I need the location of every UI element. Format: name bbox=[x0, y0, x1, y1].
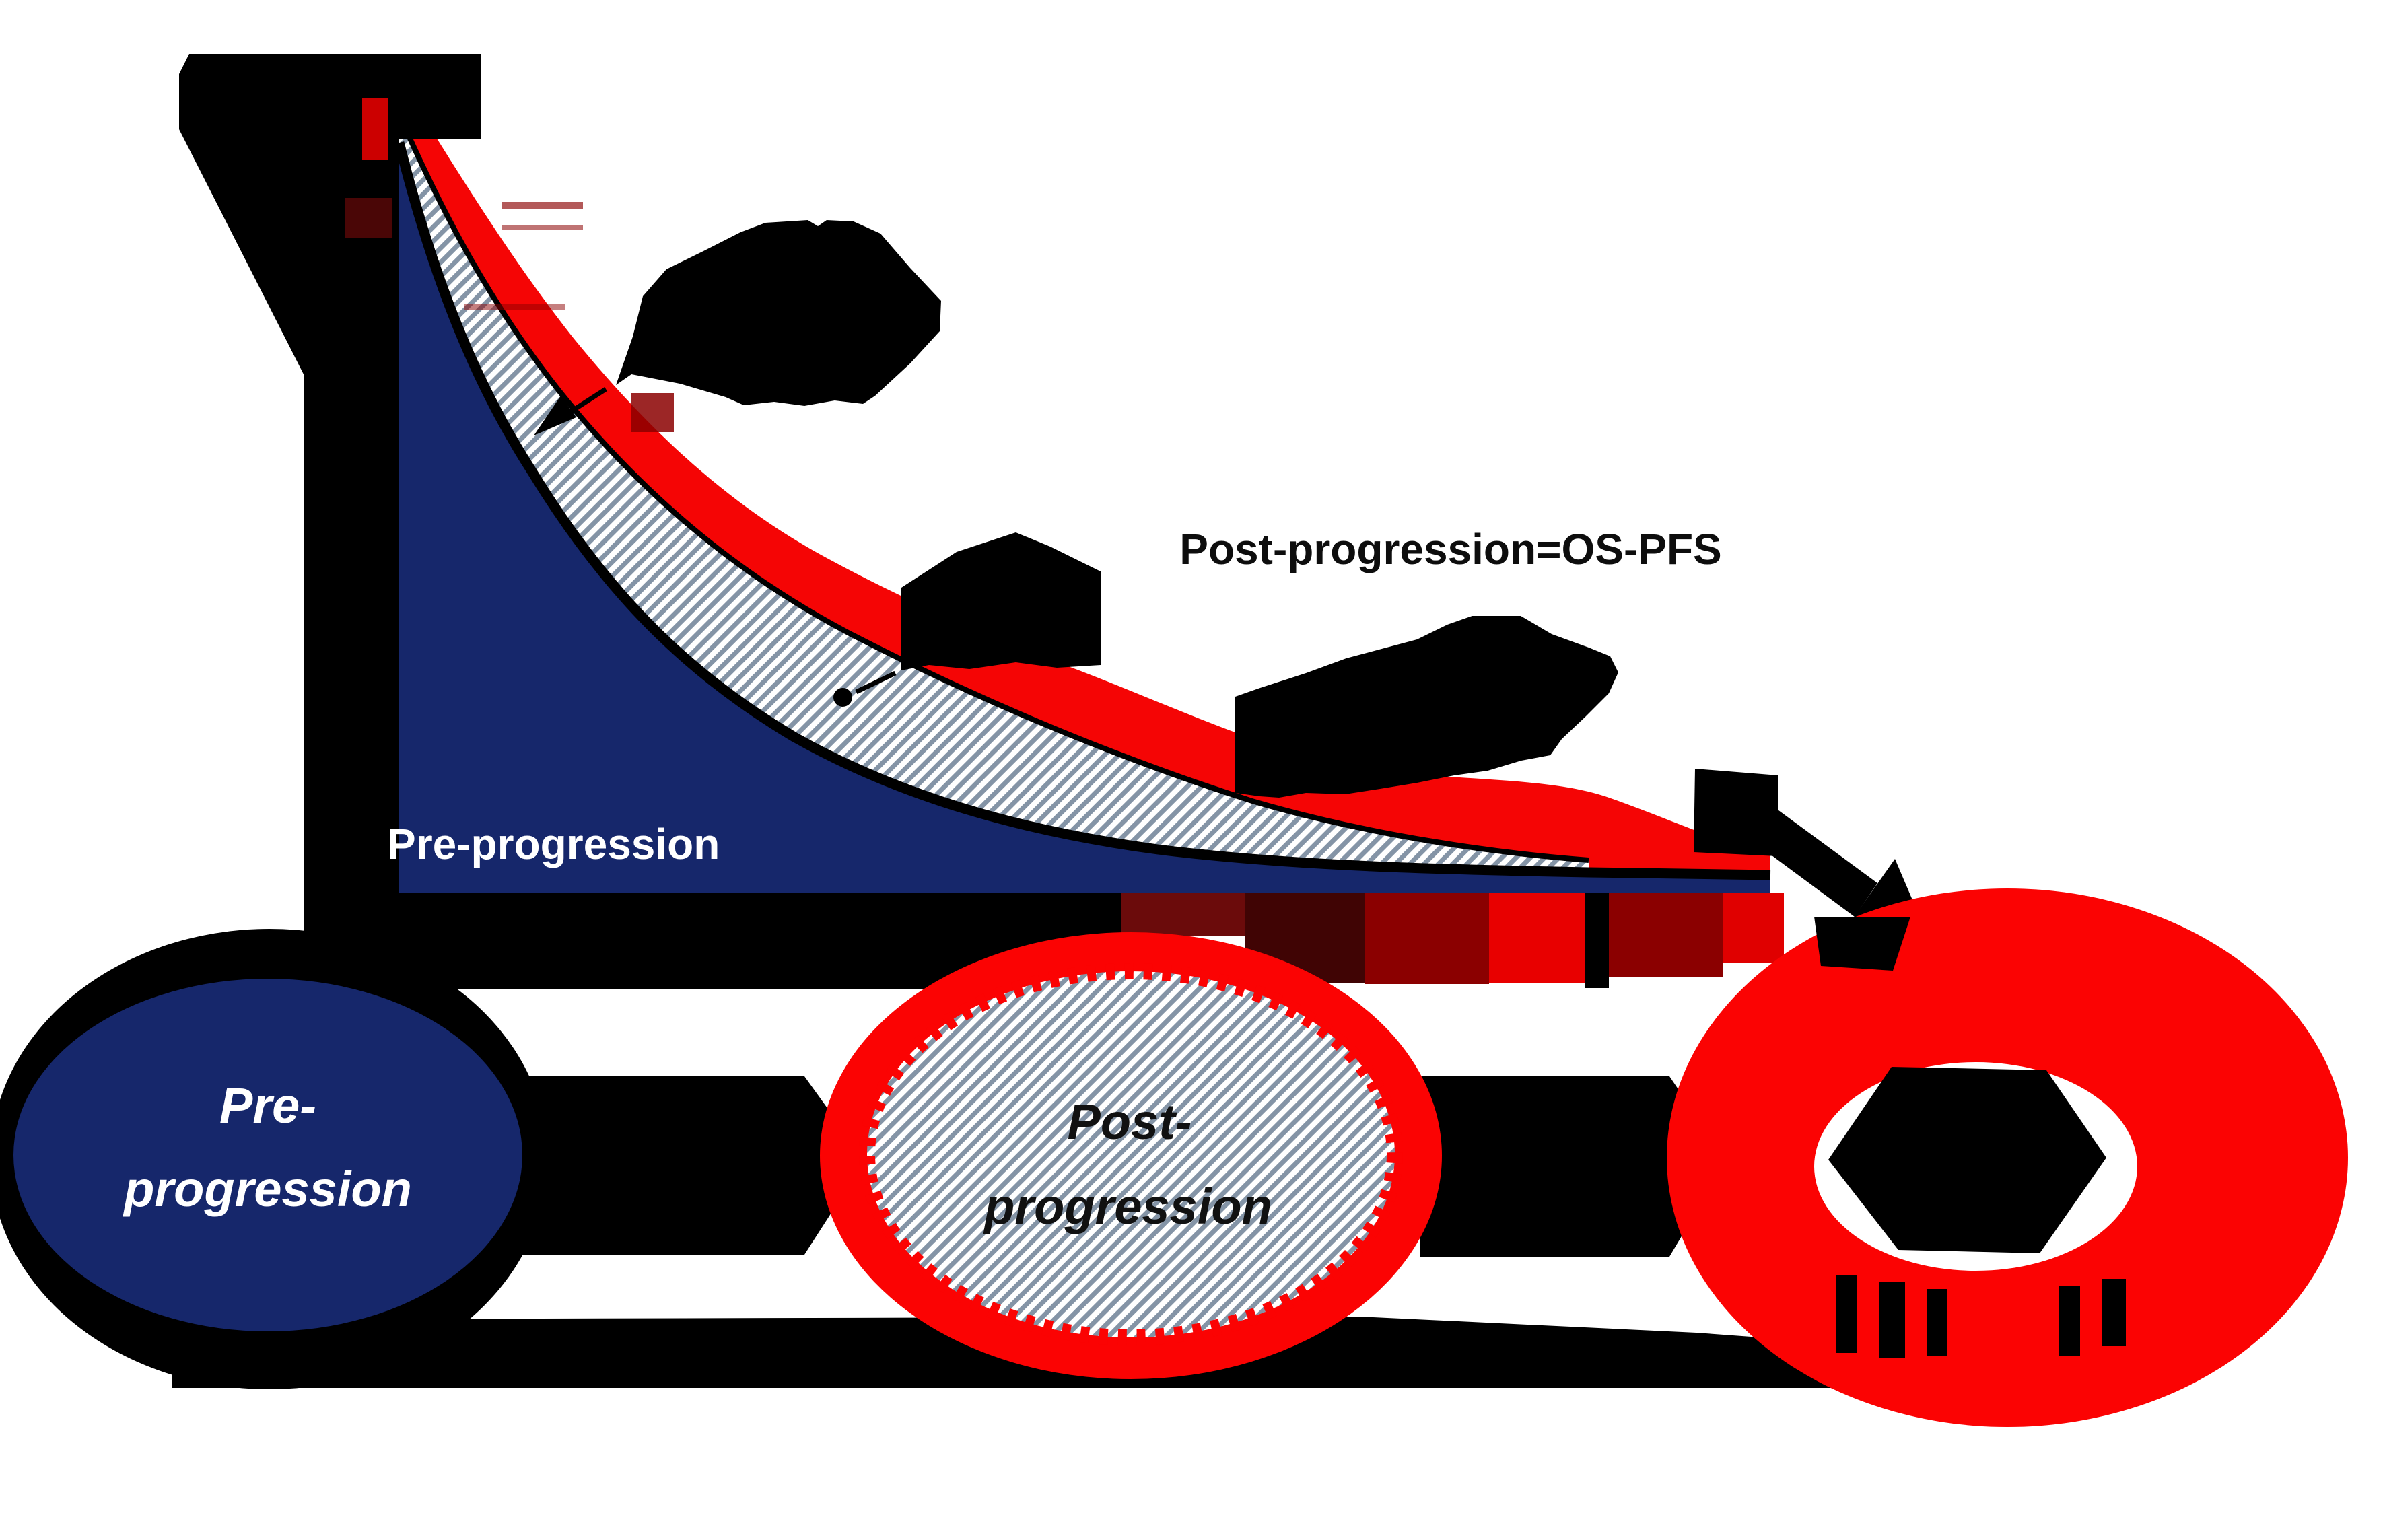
os-red-band bbox=[399, 79, 1770, 875]
red-band-smear bbox=[631, 393, 674, 432]
pre-node-label-line2: progression bbox=[123, 1161, 412, 1217]
smear-cell bbox=[1489, 893, 1585, 983]
y-axis-bar bbox=[179, 54, 481, 895]
smear-cell bbox=[1609, 893, 1723, 977]
smear-cell bbox=[1121, 893, 1245, 936]
axis-red-patch-dark bbox=[345, 198, 392, 238]
donut-bottom-stripe bbox=[1927, 1289, 1947, 1356]
post-progression-hatched-band bbox=[399, 114, 1589, 872]
donut-bottom-stripe bbox=[1879, 1282, 1905, 1358]
connector-band-left bbox=[471, 1076, 865, 1255]
pfs-curve-line bbox=[394, 141, 1771, 880]
red-band-streak bbox=[464, 304, 565, 310]
post-node-label-line2: progression bbox=[983, 1179, 1272, 1234]
connector-band-right bbox=[1420, 1076, 1727, 1257]
os-curve-line bbox=[396, 113, 1589, 863]
pre-node-fill bbox=[13, 979, 522, 1331]
donut-bottom-stripe bbox=[2059, 1286, 2080, 1356]
donut-top-black-patch bbox=[1814, 917, 1910, 971]
redacted-callout-blob-upper bbox=[616, 220, 941, 406]
smear-cell bbox=[1365, 893, 1489, 984]
red-band-streak bbox=[502, 202, 583, 209]
post-node-fill bbox=[859, 963, 1403, 1345]
pre-node-label-line1: Pre- bbox=[219, 1078, 316, 1133]
post-node-label-line1: Post- bbox=[1068, 1094, 1192, 1150]
curve-area-label: Pre-progression bbox=[387, 820, 720, 868]
redacted-label-blob-os bbox=[1828, 1067, 2106, 1253]
callout-line-dot bbox=[855, 670, 897, 695]
red-band-streak bbox=[502, 225, 583, 230]
donut-bottom-stripe bbox=[1836, 1275, 1857, 1353]
axis-red-patch bbox=[362, 98, 388, 160]
smear-cell bbox=[1585, 893, 1609, 988]
annotation-text: Post-progression=OS-PFS bbox=[1179, 525, 1721, 573]
donut-bottom-stripe bbox=[2102, 1279, 2126, 1346]
smear-cell bbox=[1723, 893, 1784, 963]
callout-dot bbox=[833, 688, 852, 707]
redacted-callout-blob-pentagon bbox=[901, 532, 1101, 670]
arrow-to-ring-shaft bbox=[1712, 778, 1877, 917]
redacted-callout-blob-right bbox=[1235, 616, 1618, 798]
callout-arrowhead-upper bbox=[534, 396, 576, 435]
